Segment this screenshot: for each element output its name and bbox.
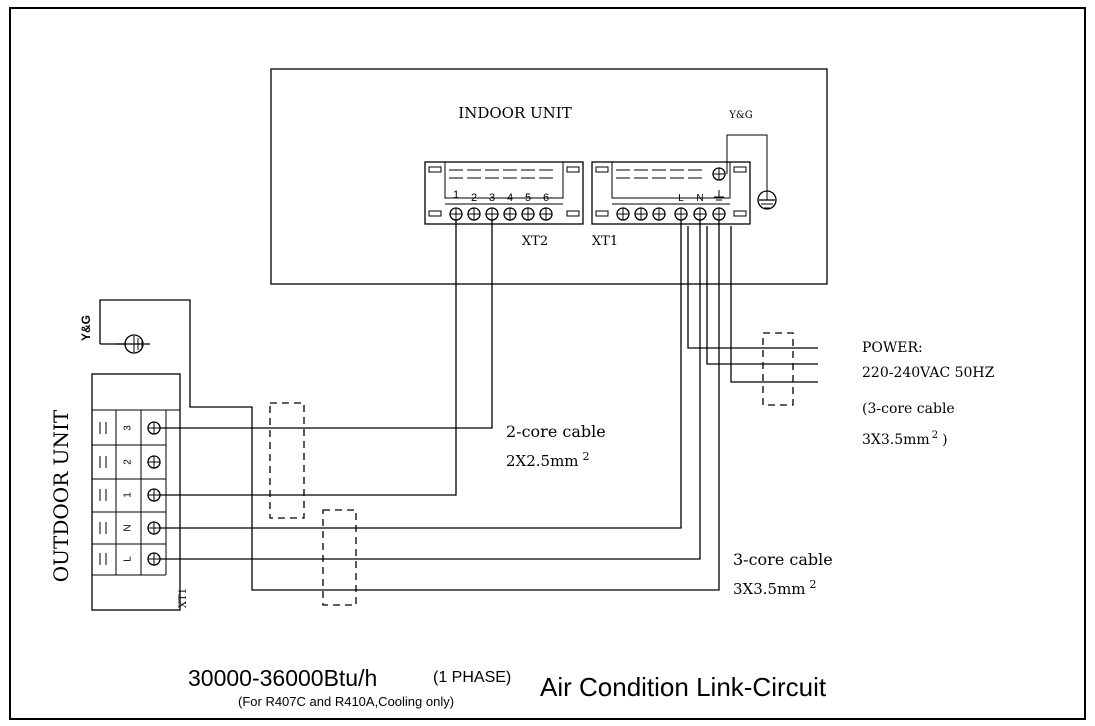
outdoor-unit: OUTDOOR UNIT Y&G 3 2 1 N L XT1	[49, 299, 322, 611]
xt2-terminal-5-label: 5	[525, 192, 531, 204]
indoor-xt2-terminal-block: 1 2 3 4 5 6	[424, 161, 584, 225]
outdoor-terminal-block	[91, 373, 181, 611]
power-cable-sheath	[762, 332, 794, 406]
outdoor-yg-label: Y&G	[79, 315, 93, 341]
svg-text:3-core cable: 3-core cable	[733, 550, 833, 569]
xt1-screw-terminals	[616, 207, 726, 221]
outdoor-terminal-2-label: 2	[123, 459, 134, 465]
diagram-frame	[9, 7, 1086, 720]
svg-text:POWER:: POWER:	[862, 340, 923, 356]
indoor-unit-title: INDOOR UNIT	[458, 104, 571, 122]
outdoor-terminal-1-label: 1	[123, 492, 134, 498]
outdoor-terminal-l-label: L	[123, 556, 134, 562]
xt1-ground-symbol	[714, 190, 724, 201]
model-capacity: 30000-36000Btu/h	[188, 665, 377, 691]
indoor-unit-box	[270, 68, 828, 285]
outdoor-unit-title: OUTDOOR UNIT	[49, 409, 73, 582]
xt1-terminal-n-label: N	[696, 193, 703, 204]
footer-caption: 30000-36000Btu/h (1 PHASE) (For R407C an…	[188, 665, 827, 709]
diagram-title: Air Condition Link-Circuit	[540, 672, 827, 702]
indoor-earth-icon	[726, 134, 777, 210]
xt2-terminal-2-label: 2	[471, 192, 477, 204]
indoor-xt1-terminal-block: L N	[591, 161, 751, 225]
outdoor-terminal-3-label: 3	[123, 425, 134, 431]
svg-text:2-core cable: 2-core cable	[506, 422, 606, 441]
power-label: POWER: 220-240VAC 50HZ (3-core cable 3X3…	[862, 340, 995, 448]
xt1-terminal-l-label: L	[678, 193, 684, 204]
xt2-screw-terminals	[449, 207, 553, 221]
svg-text:220-240VAC 50HZ: 220-240VAC 50HZ	[862, 365, 995, 381]
xt2-terminal-6-label: 6	[543, 192, 549, 204]
outdoor-xt1-label: XT1	[178, 588, 189, 608]
outdoor-terminal-bars	[99, 422, 107, 565]
indoor-unit: INDOOR UNIT Y&G 1 2 3 4 5 6	[270, 68, 828, 285]
refrigerant-note: (For R407C and R410A,Cooling only)	[238, 694, 454, 709]
two-core-cable-sheath	[269, 402, 305, 519]
signal-wires	[160, 220, 493, 496]
phase-label: (1 PHASE)	[433, 669, 511, 686]
xt2-label: XT2	[522, 234, 548, 249]
xt2-terminal-3-label: 3	[489, 192, 495, 204]
xt2-terminal-4-label: 4	[507, 192, 513, 204]
power-supply-wires	[687, 226, 818, 383]
power-link-wires	[160, 220, 720, 591]
three-core-cable-sheath	[322, 509, 357, 606]
outdoor-terminal-n-label: N	[123, 524, 134, 531]
indoor-yg-label: Y&G	[728, 110, 753, 121]
svg-text:(3-core cable: (3-core cable	[862, 401, 955, 417]
indoor-xt1-label: XT1	[592, 234, 618, 249]
outdoor-earth-wire	[99, 299, 322, 591]
xt2-terminal-1-label: 1	[453, 189, 459, 201]
